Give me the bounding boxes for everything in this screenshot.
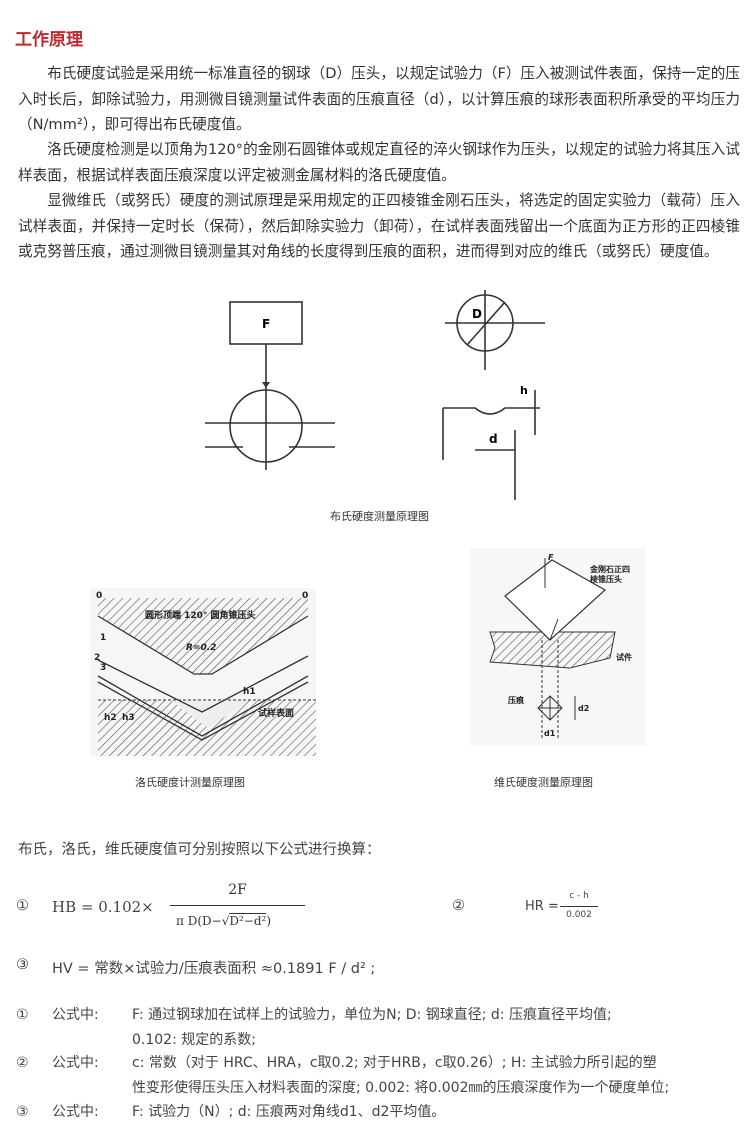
note-1-line-2: 0.102: 规定的系数;	[132, 1032, 256, 1048]
denominator-root: D²−d²	[229, 913, 267, 928]
rockwell-n0-right: 0	[302, 591, 308, 601]
rockwell-n3: 3	[100, 663, 106, 673]
note-3-line-1: F: 试验力（N）; d: 压痕两对角线d1、d2平均值。	[132, 1104, 446, 1120]
formula-2-numerator: c - h	[569, 891, 589, 901]
paragraph-rockwell: 洛氏硬度检测是以顶角为120°的金刚石圆锥体或规定直径的淬火钢球作为压头，以规定…	[18, 141, 740, 184]
formula-2-lhs: HR =	[525, 899, 559, 914]
rockwell-h2-label: h2	[104, 713, 117, 723]
brinell-diagram: F D h d	[205, 290, 545, 500]
brinell-caption: 布氏硬度测量原理图	[330, 510, 429, 523]
vickers-caption: 维氏硬度测量原理图	[494, 776, 593, 789]
vickers-indenter-label: 金刚石正四	[589, 564, 630, 574]
note-1-label: 公式中:	[52, 1007, 99, 1023]
rockwell-n0-left: 0	[96, 591, 102, 601]
rockwell-radius-label: R=0.2	[186, 643, 216, 653]
rockwell-n1: 1	[100, 633, 106, 643]
formula-3-text: HV = 常数×试验力/压痕表面积 ≈0.1891 F / d² ;	[52, 961, 376, 977]
section-title: 工作原理	[15, 30, 83, 50]
vickers-force-label: F	[548, 553, 554, 562]
note-3-label: 公式中:	[52, 1104, 99, 1120]
rockwell-h3-label: h3	[122, 713, 135, 723]
formula-1-lhs: HB = 0.102×	[52, 898, 154, 916]
rockwell-caption: 洛氏硬度计测量原理图	[135, 776, 245, 789]
formula-1-fraction-bar	[170, 905, 305, 906]
paragraph-brinell: 布氏硬度试验是采用统一标准直径的钢球（D）压头，以规定试验力（F）压入被测试件表…	[18, 65, 740, 133]
formula-3-number: ③	[16, 957, 29, 973]
rockwell-h1-label: h1	[243, 687, 256, 697]
brinell-depth-label: h	[520, 384, 528, 397]
rockwell-n2: 2	[94, 653, 100, 663]
formula-2-denominator: 0.002	[566, 910, 592, 920]
note-2-line-1: c: 常数（对于 HRC、HRA，c取0.2; 对于HRB，c取0.26）; H…	[132, 1055, 657, 1071]
note-3-number: ③	[16, 1104, 29, 1120]
vickers-diagram: F 金刚石正四 棱锥压头 试件 压痕 d1 d2	[470, 548, 646, 746]
vickers-d1-label: d1	[544, 729, 556, 738]
formula-2-number: ②	[452, 898, 465, 914]
formula-2-fraction-bar	[560, 906, 598, 907]
formula-intro: 布氏，洛氏，维氏硬度值可分别按照以下公式进行换算：	[18, 842, 381, 858]
formula-1-numerator: 2F	[228, 882, 247, 898]
vickers-specimen-label: 试件	[616, 652, 632, 662]
brinell-force-label: F	[262, 317, 270, 331]
paragraph-vickers: 显微维氏（或努氏）硬度的测试原理是采用规定的正四棱锥金刚石压头，将选定的固定实验…	[18, 192, 740, 260]
brinell-diameter-label: D	[472, 307, 482, 321]
note-1-number: ①	[16, 1007, 29, 1023]
brinell-indent-label: d	[489, 432, 498, 446]
vickers-d2-label: d2	[578, 704, 589, 713]
note-2-line-2: 性变形使得压头压入材料表面的深度; 0.002: 将0.002㎜的压痕深度作为一…	[132, 1080, 670, 1096]
denominator-prefix: π D(D−	[176, 914, 222, 928]
rockwell-diagram: 0 0 1 2 3 圆形顶端 120° 圆角锥压头 R=0.2 h1 试样表面 …	[90, 588, 316, 756]
formula-1-number: ①	[16, 898, 29, 914]
note-2-number: ②	[16, 1055, 29, 1071]
denominator-suffix: )	[266, 914, 272, 928]
formula-1-denominator: π D(D−√D²−d²)	[176, 913, 272, 928]
note-2-label: 公式中:	[52, 1055, 99, 1071]
rockwell-indenter-label: 圆形顶端 120° 圆角锥压头	[145, 609, 256, 621]
vickers-indent-label: 压痕	[508, 695, 525, 705]
note-1-line-1: F: 通过钢球加在试样上的试验力，单位为N; D: 钢球直径; d: 压痕直径平…	[132, 1007, 612, 1023]
vickers-indenter-label-2: 棱锥压头	[590, 574, 622, 584]
rockwell-surface-label: 试样表面	[258, 707, 294, 719]
